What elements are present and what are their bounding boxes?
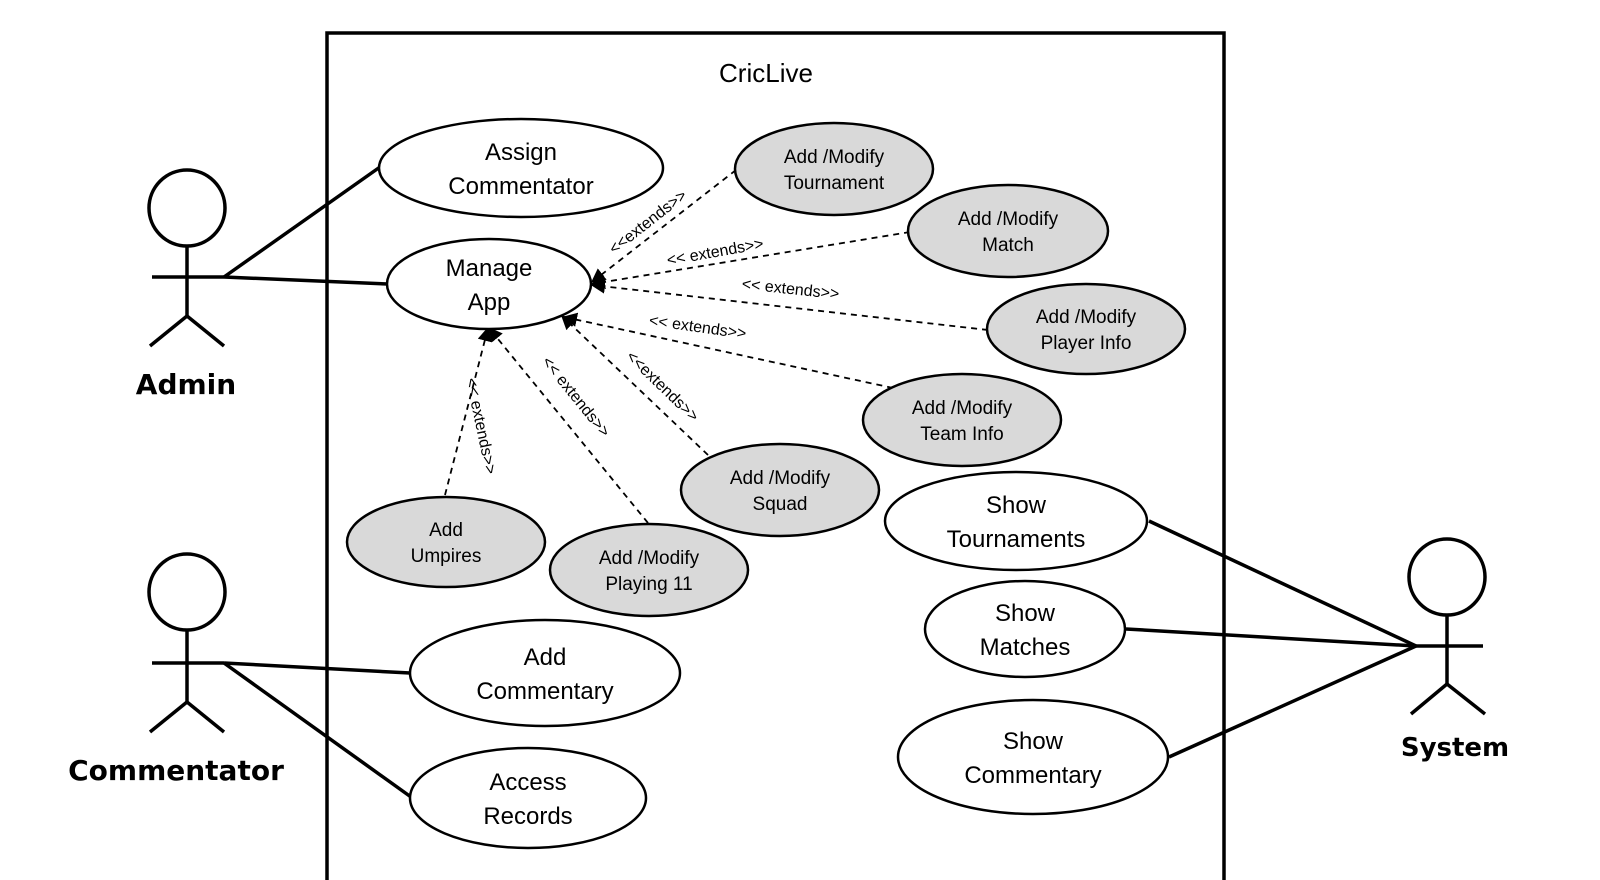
extends-label-squad: <<extends>> — [623, 348, 702, 425]
svg-text:Tournaments: Tournaments — [947, 526, 1086, 553]
svg-text:Add /Modify: Add /Modify — [912, 398, 1013, 419]
svg-text:Add: Add — [524, 644, 567, 671]
svg-text:Show: Show — [1003, 728, 1064, 755]
svg-text:Add /Modify: Add /Modify — [958, 209, 1059, 230]
svg-text:Squad: Squad — [753, 494, 808, 515]
use-case-add-modify-match: Add /Modify Match — [906, 183, 1110, 279]
use-case-add-modify-player-info: Add /Modify Player Info — [985, 282, 1187, 376]
use-case-assign-commentator: Assign Commentator — [377, 117, 665, 219]
use-case-add-modify-squad: Add /Modify Squad — [679, 442, 881, 538]
svg-text:Commentator: Commentator — [448, 173, 593, 200]
associations — [222, 165, 1417, 799]
svg-text:Commentary: Commentary — [476, 678, 613, 705]
use-case-add-modify-tournament: Add /Modify Tournament — [733, 121, 935, 217]
use-case-manage-app: Manage App — [385, 237, 593, 331]
system-title: CricLive — [719, 58, 813, 88]
svg-text:Records: Records — [483, 803, 572, 830]
actor-commentator — [147, 552, 227, 734]
use-case-add-umpires: Add Umpires — [345, 495, 547, 589]
use-case-add-modify-playing-11: Add /Modify Playing 11 — [548, 522, 750, 618]
extends-label-playing-11: << extends>> — [538, 354, 613, 441]
svg-text:Add /Modify: Add /Modify — [730, 468, 831, 489]
actor-admin-label: Admin — [136, 368, 236, 401]
system-boundary — [325, 31, 1226, 880]
svg-text:Add /Modify: Add /Modify — [1036, 307, 1137, 328]
actor-commentator-label: Commentator — [68, 754, 284, 787]
use-case-show-tournaments: Show Tournaments — [883, 470, 1149, 572]
svg-text:Matches: Matches — [980, 634, 1071, 661]
svg-text:Add: Add — [429, 520, 463, 541]
svg-text:Commentary: Commentary — [964, 762, 1101, 789]
svg-text:Manage: Manage — [446, 255, 533, 282]
svg-text:Player Info: Player Info — [1041, 333, 1132, 354]
use-case-show-commentary: Show Commentary — [896, 698, 1170, 816]
actor-admin — [147, 168, 227, 348]
actor-system-label: System — [1401, 733, 1509, 763]
use-case-add-modify-team-info: Add /Modify Team Info — [861, 372, 1063, 468]
svg-text:Assign: Assign — [485, 139, 557, 166]
svg-text:Show: Show — [986, 492, 1047, 519]
svg-text:App: App — [468, 289, 511, 316]
svg-text:Team Info: Team Info — [920, 424, 1003, 445]
svg-text:Add /Modify: Add /Modify — [784, 147, 885, 168]
extend-relations — [444, 169, 989, 524]
extends-label-match: << extends>> — [666, 236, 765, 270]
svg-text:Add /Modify: Add /Modify — [599, 548, 700, 569]
svg-text:Tournament: Tournament — [784, 173, 885, 194]
svg-text:Match: Match — [982, 235, 1034, 256]
actor-system — [1407, 537, 1487, 716]
extends-label-umpires: << extends>> — [462, 376, 499, 475]
svg-text:Umpires: Umpires — [411, 546, 482, 567]
svg-text:Show: Show — [995, 600, 1056, 627]
use-case-show-matches: Show Matches — [923, 579, 1127, 679]
use-case-add-commentary: Add Commentary — [408, 618, 682, 728]
svg-text:Access: Access — [489, 769, 566, 796]
extends-label-player-info: << extends>> — [741, 276, 840, 303]
svg-text:Playing 11: Playing 11 — [605, 574, 692, 595]
use-case-access-records: Access Records — [408, 746, 648, 850]
